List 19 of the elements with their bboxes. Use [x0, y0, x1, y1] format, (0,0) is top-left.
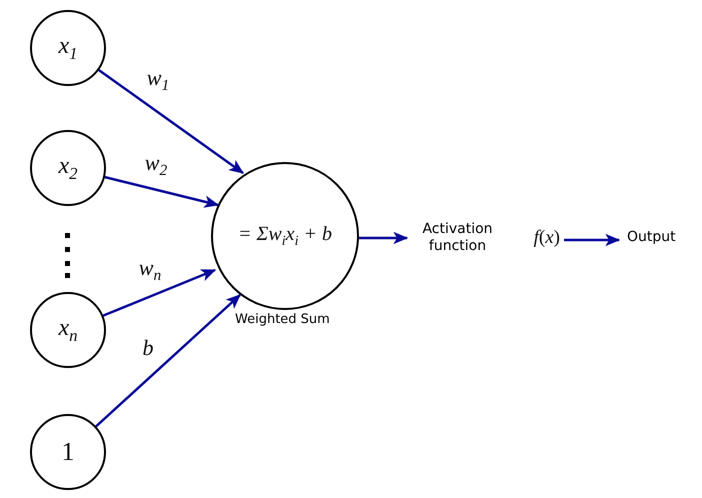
- node-label: Activation function: [421, 220, 494, 256]
- function-label: f(x): [534, 227, 560, 249]
- edge-label: b: [142, 335, 154, 361]
- arrow: [359, 232, 408, 244]
- arrow: [564, 234, 620, 246]
- math-label: 1: [62, 437, 74, 467]
- math-label: = Σw$_{i}$x$_{i}$ + b: [238, 222, 332, 250]
- edge-label: w$_{1}$: [146, 64, 170, 96]
- edge-label: w$_{n}$: [138, 254, 162, 286]
- edge-label: w$_{2}$: [144, 150, 168, 180]
- node-label: Output: [627, 229, 676, 247]
- math-label: x$_{2}$: [58, 152, 78, 184]
- math-label: x$_{1}$: [58, 32, 78, 64]
- node-label: Weighted Sum: [235, 312, 330, 327]
- arrow: [98, 69, 244, 174]
- arrow: [95, 294, 241, 428]
- arrow: [104, 176, 220, 208]
- arrow: [102, 268, 216, 317]
- math-label: x$_{n}$: [58, 314, 78, 346]
